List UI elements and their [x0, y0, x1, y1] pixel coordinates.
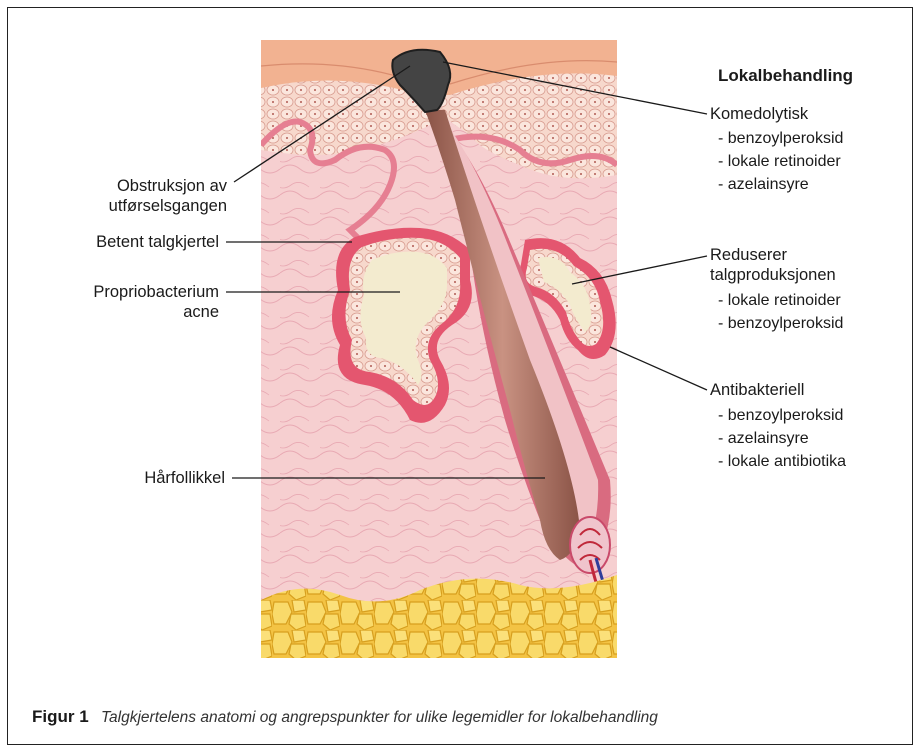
label-inflamed-gland: Betent talgkjertel — [96, 232, 219, 252]
label-bacterium-line1: Propriobacterium — [93, 282, 219, 302]
list-item: - benzoylperoksid — [718, 312, 843, 335]
group-talgproduksjon-list: - lokale retinoider - benzoylperoksid — [718, 289, 843, 335]
list-item: - benzoylperoksid — [718, 127, 843, 150]
figure-caption: Figur 1 Talgkjertelens anatomi og angrep… — [32, 707, 658, 727]
group-antibakteriell-title: Antibakteriell — [710, 380, 804, 400]
list-item: - benzoylperoksid — [718, 404, 846, 427]
group-komedolytisk-title: Komedolytisk — [710, 104, 808, 124]
leader-antibakteriell — [610, 347, 707, 390]
group-komedolytisk-list: - benzoylperoksid - lokale retinoider - … — [718, 127, 843, 196]
group-talgproduksjon-title: Reduserer talgproduksjonen — [710, 245, 836, 285]
label-obstruction: Obstruksjon av utførselsgangen — [109, 176, 227, 216]
figure-caption-text: Talgkjertelens anatomi og angrepspunkter… — [101, 709, 658, 726]
label-obstruction-line2: utførselsgangen — [109, 196, 227, 216]
label-bacterium-line2: acne — [93, 302, 219, 322]
figure-number: Figur 1 — [32, 707, 89, 726]
group-talgproduksjon-title-line2: talgproduksjonen — [710, 265, 836, 285]
list-item: - lokale retinoider — [718, 289, 843, 312]
label-bacterium: Propriobacterium acne — [93, 282, 219, 322]
list-item: - azelainsyre — [718, 427, 846, 450]
label-hair-follicle: Hårfollikkel — [144, 468, 225, 488]
label-obstruction-line1: Obstruksjon av — [109, 176, 227, 196]
list-item: - lokale antibiotika — [718, 450, 846, 473]
heading-lokalbehandling: Lokalbehandling — [718, 66, 853, 86]
list-item: - lokale retinoider — [718, 150, 843, 173]
list-item: - azelainsyre — [718, 173, 843, 196]
group-talgproduksjon-title-line1: Reduserer — [710, 245, 836, 265]
group-antibakteriell-list: - benzoylperoksid - azelainsyre - lokale… — [718, 404, 846, 473]
